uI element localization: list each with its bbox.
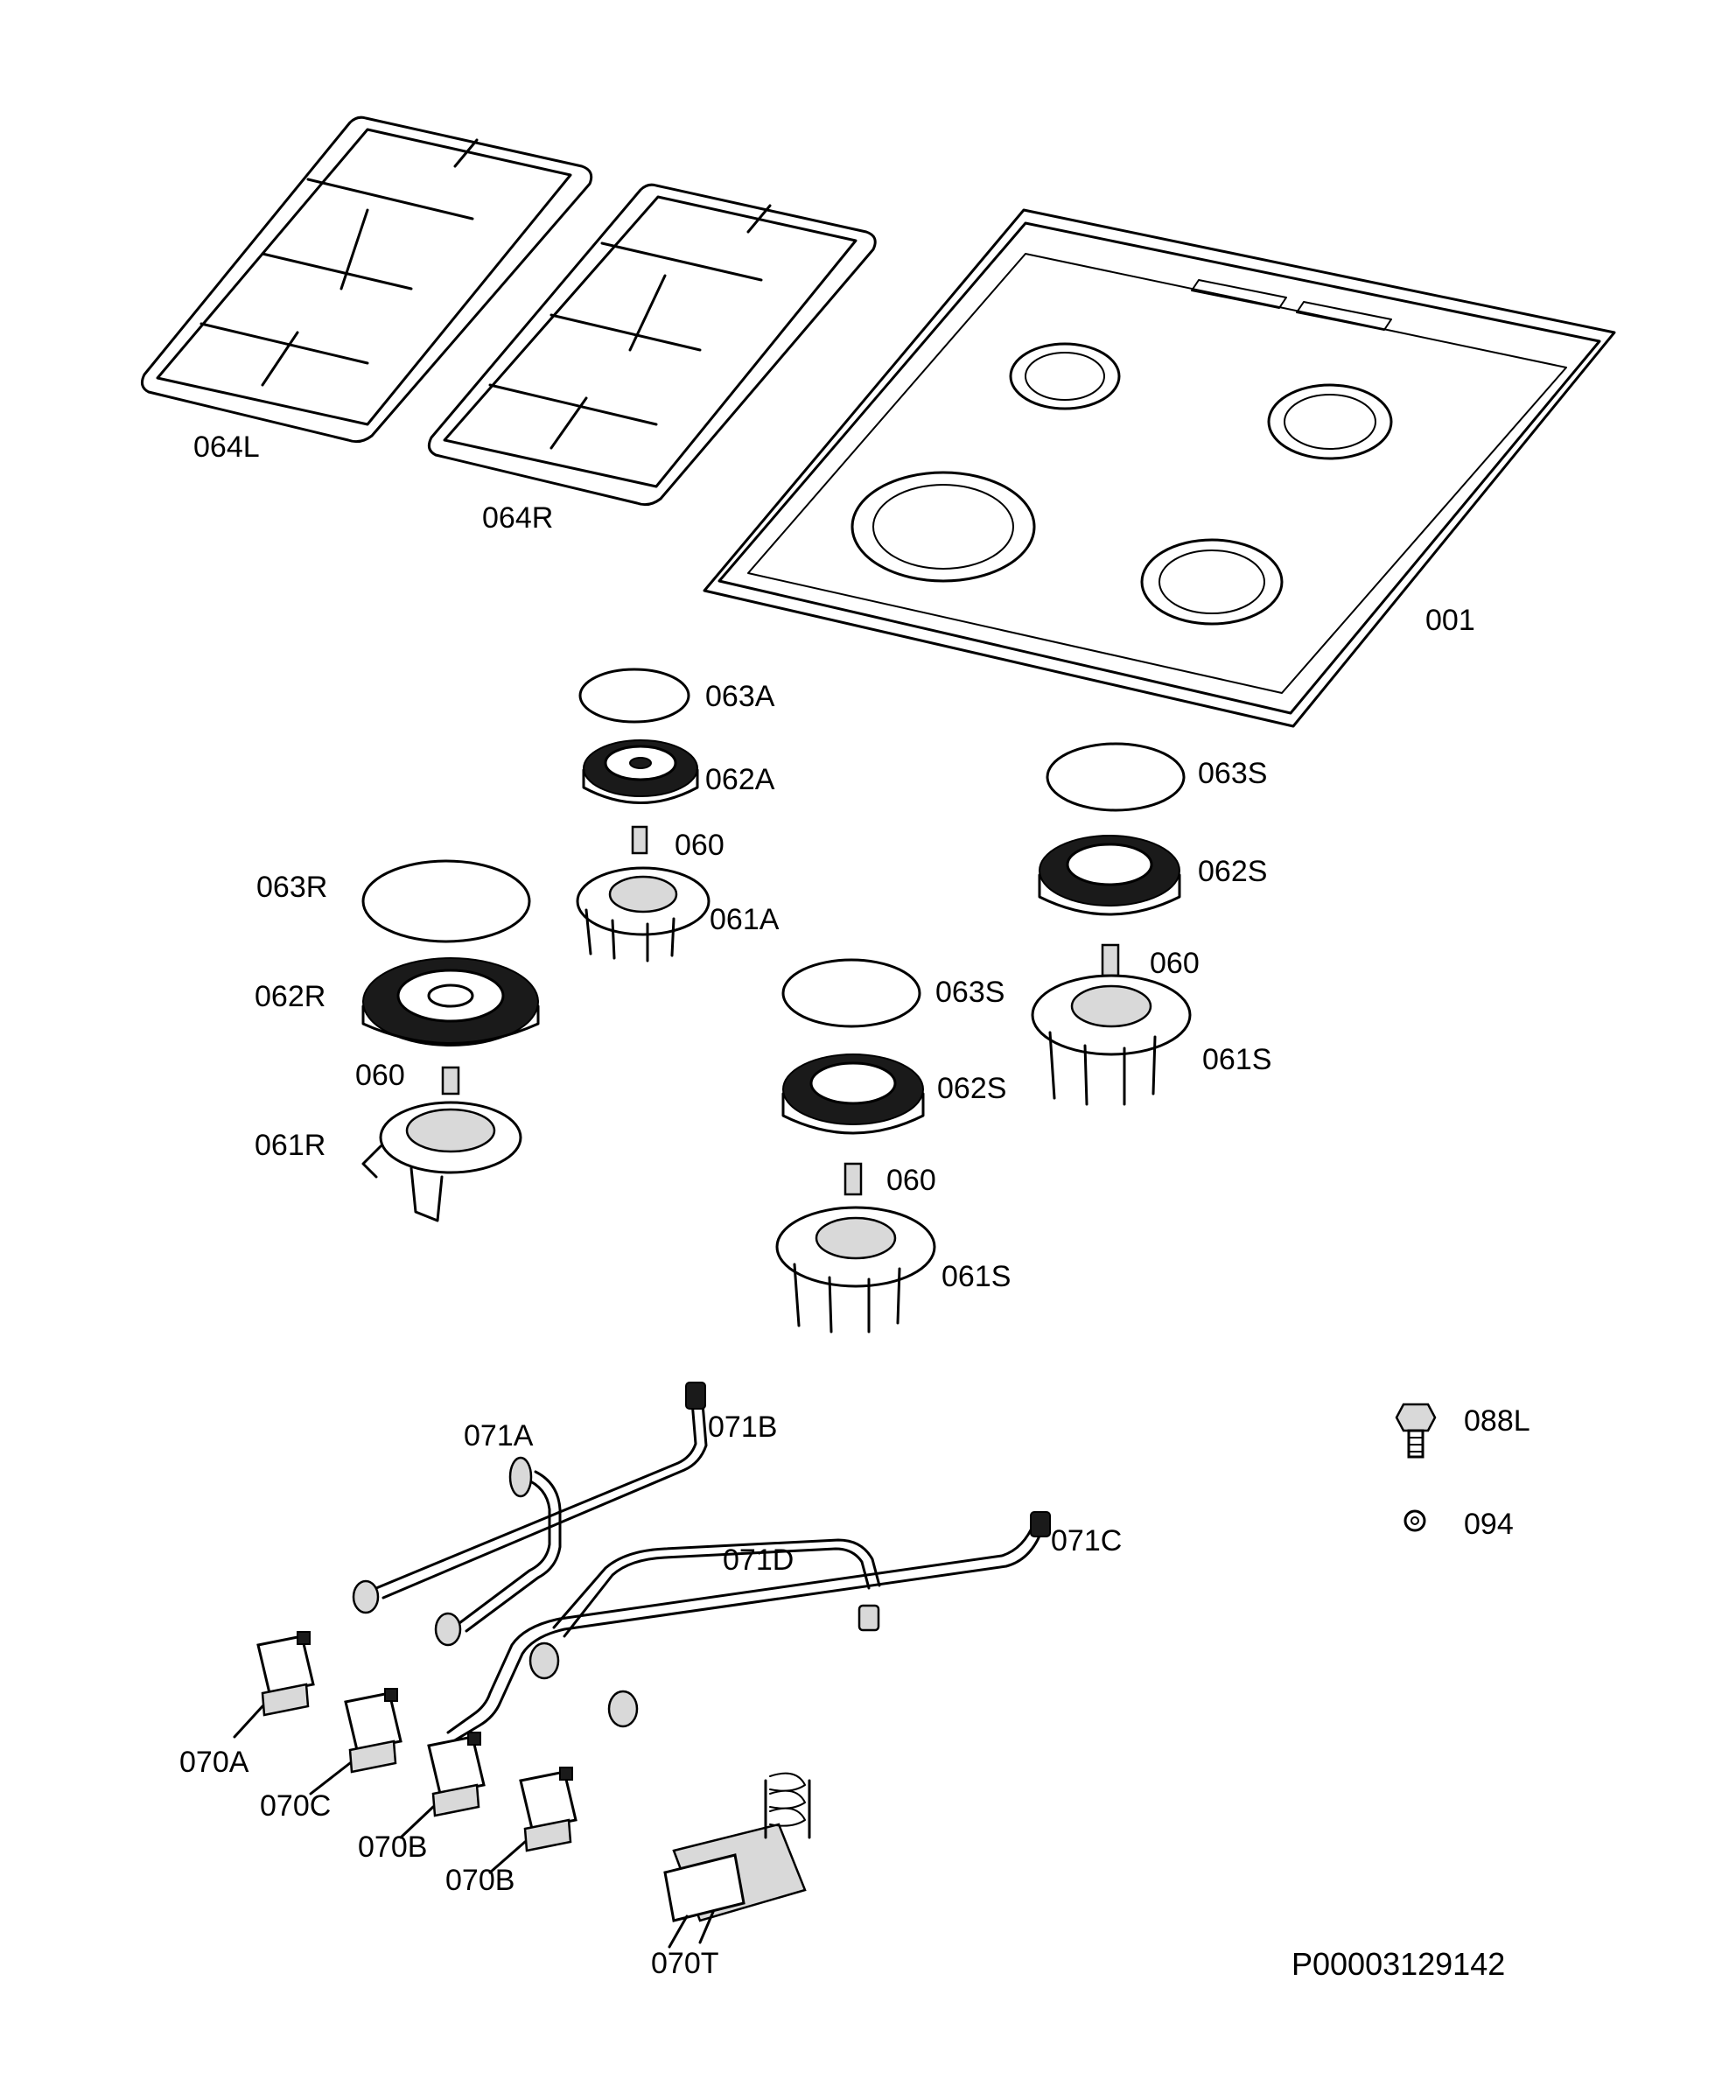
label-grate-left: 064L [193, 430, 260, 464]
label-tap-b2: 070B [445, 1864, 515, 1897]
label-burner-aux: 061A [710, 903, 780, 936]
label-pipe-d: 071D [723, 1544, 794, 1577]
burner-aux-illustration [576, 668, 710, 962]
label-crown-aux: 062A [705, 763, 775, 796]
label-tap-a: 070A [179, 1746, 249, 1779]
label-hob-top: 001 [1425, 604, 1475, 637]
label-cap-rapid: 063R [256, 871, 328, 904]
washer-illustration [1404, 1509, 1426, 1532]
label-burner-semi-right: 061S [1202, 1043, 1272, 1076]
tap-c-illustration [309, 1688, 402, 1796]
document-code: P00003129142 [1292, 1946, 1506, 1982]
label-burner-semi-center: 061S [942, 1260, 1012, 1293]
label-washer: 094 [1464, 1508, 1514, 1541]
label-thermostat-tap: 070T [651, 1947, 719, 1980]
label-cap-semi-right: 063S [1198, 757, 1268, 790]
gas-pipes-illustration [352, 1382, 1051, 1743]
thermostat-tap-illustration [663, 1772, 811, 1949]
burner-semi-center-illustration [775, 958, 936, 1334]
grate-left-illustration [140, 116, 593, 444]
hob-top-illustration [703, 208, 1616, 728]
label-pipe-c: 071C [1051, 1524, 1123, 1558]
label-tap-b1: 070B [358, 1830, 428, 1864]
burner-rapid-illustration [361, 859, 540, 1222]
label-screw: 088L [1464, 1404, 1530, 1438]
screw-illustration [1395, 1403, 1437, 1459]
label-cap-semi-center: 063S [935, 976, 1005, 1009]
label-tap-c: 070C [260, 1789, 332, 1823]
label-injector-aux: 060 [675, 829, 724, 862]
burner-semi-right-illustration [1031, 742, 1192, 1106]
label-cap-aux: 063A [705, 680, 775, 713]
tap-b2-illustration [488, 1767, 578, 1874]
label-crown-rapid: 062R [255, 980, 326, 1013]
label-injector-rapid: 060 [355, 1059, 405, 1092]
tap-a-illustration [233, 1631, 315, 1739]
label-crown-semi-right: 062S [1198, 855, 1268, 888]
grate-right-illustration [427, 183, 877, 507]
tap-b1-illustration [399, 1732, 486, 1839]
label-pipe-b: 071B [708, 1410, 778, 1444]
label-crown-semi-center: 062S [937, 1072, 1007, 1105]
label-injector-semi-center: 060 [886, 1164, 936, 1197]
label-grate-right: 064R [482, 501, 554, 535]
label-burner-rapid: 061R [255, 1129, 326, 1162]
label-injector-semi-right: 060 [1150, 947, 1200, 980]
label-pipe-a: 071A [464, 1419, 534, 1452]
